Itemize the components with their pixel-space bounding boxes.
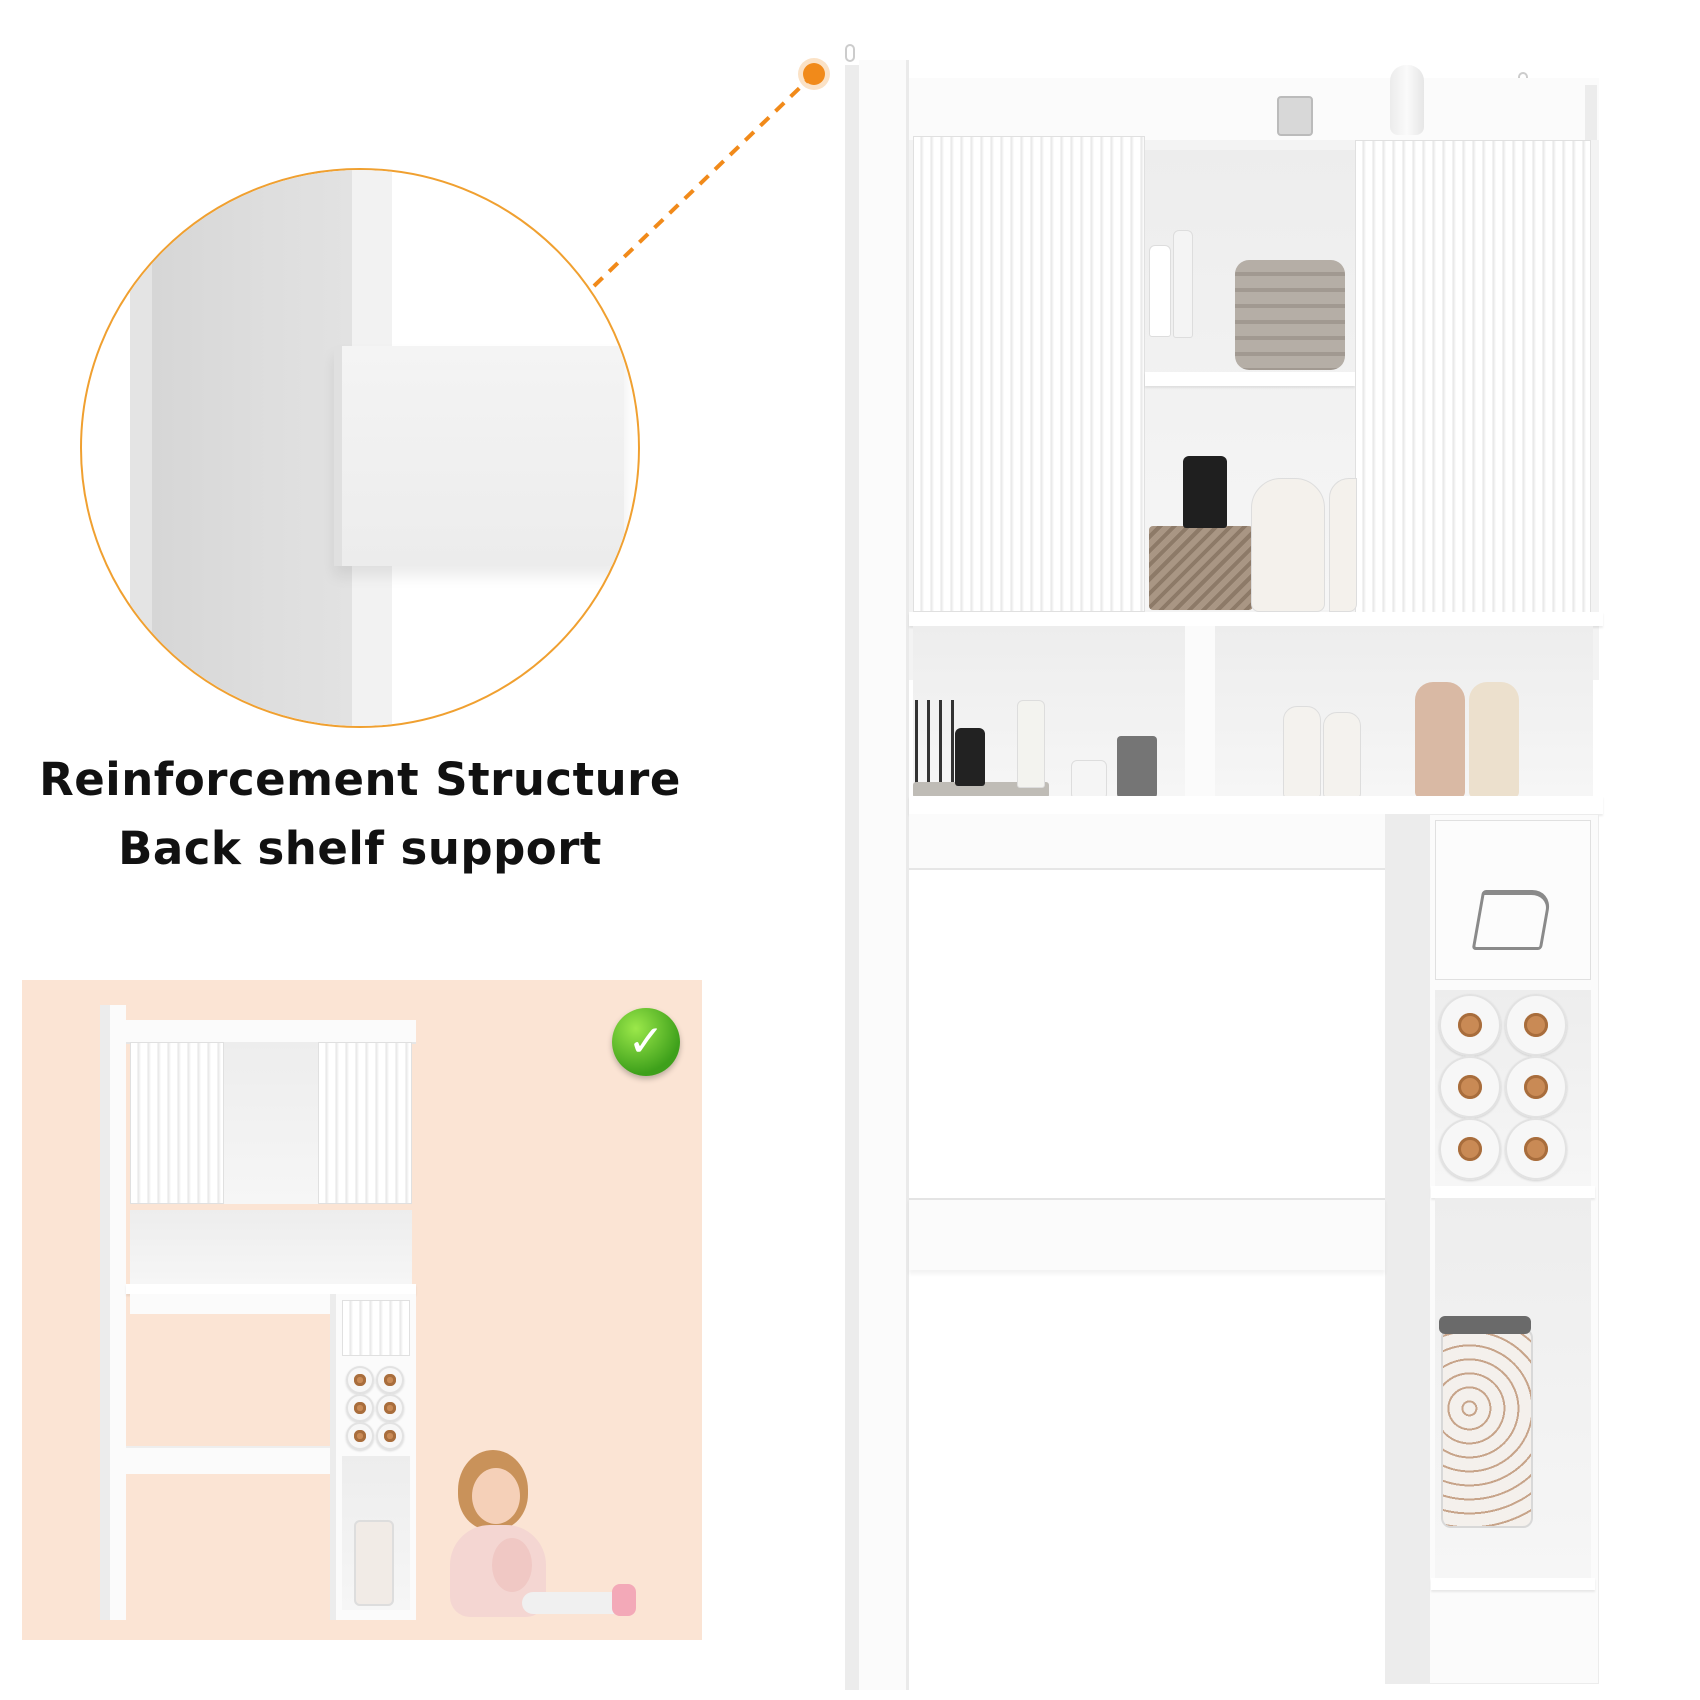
drawer-handle-icon	[1471, 890, 1553, 950]
mini-cross-bar	[126, 1446, 330, 1474]
pump-bottle	[1329, 478, 1357, 612]
center-cubby-shelf	[1145, 372, 1355, 386]
storage-jar	[1441, 1328, 1533, 1528]
mini-drawer	[342, 1300, 410, 1356]
perfume-bottle	[955, 728, 985, 786]
tall-bottle	[1469, 682, 1519, 798]
mini-left-post-face	[110, 1005, 126, 1620]
upper-divider-shelf	[909, 612, 1603, 626]
middle-right-cubby	[1215, 626, 1593, 796]
tall-bottle	[1415, 682, 1465, 798]
mini-right-door	[318, 1042, 412, 1204]
mini-upper-rail	[130, 1294, 330, 1314]
zoom-support-block	[334, 346, 624, 566]
child-legs	[522, 1592, 632, 1614]
mini-shelf-board	[126, 1284, 416, 1294]
left-post	[859, 60, 909, 1690]
black-bottle	[1183, 456, 1227, 528]
tower-bottom-shelf	[1431, 1578, 1595, 1590]
usage-inset-photo: ✓	[22, 980, 702, 1640]
mini-toilet-roll	[376, 1422, 404, 1450]
tower-drawer	[1435, 820, 1591, 980]
mini-storage-jar	[354, 1520, 394, 1606]
toilet-roll	[1505, 1056, 1567, 1118]
zoom-side-post	[152, 170, 352, 726]
mini-right-tower-edge	[330, 1294, 336, 1620]
tower-shelf	[1431, 1186, 1595, 1198]
mini-center-cubby	[224, 1042, 318, 1204]
pump-bottle	[1283, 706, 1321, 798]
lower-cross-bar	[909, 1198, 1385, 1270]
child-face	[472, 1468, 520, 1524]
child-shoe	[612, 1584, 636, 1616]
mini-open-shelf	[130, 1210, 412, 1284]
upper-back-rail	[909, 814, 1429, 870]
toilet-roll	[1439, 994, 1501, 1056]
toothbrush-holder	[1117, 736, 1157, 798]
check-icon: ✓	[612, 1008, 680, 1076]
pump-bottle	[1323, 712, 1361, 798]
zoom-support-block-edge	[334, 346, 342, 566]
toiletry-bottle	[1017, 700, 1045, 788]
toilet-roll	[1439, 1056, 1501, 1118]
mini-toilet-roll	[346, 1366, 374, 1394]
candle-jar	[1277, 96, 1313, 136]
hanging-hook-icon	[845, 44, 855, 62]
mini-toilet-roll	[346, 1422, 374, 1450]
mini-toilet-roll	[346, 1394, 374, 1422]
mini-toilet-roll	[376, 1366, 404, 1394]
toiletry-bottle	[1173, 230, 1193, 338]
top-display-shelf	[909, 78, 1599, 142]
main-cabinet	[845, 44, 1665, 1695]
left-fluted-door	[913, 136, 1145, 612]
plush-bunny	[492, 1538, 532, 1592]
mini-left-door	[130, 1042, 224, 1204]
candle-cup	[1071, 760, 1107, 800]
mini-toilet-roll	[376, 1394, 404, 1422]
mini-left-post	[100, 1005, 110, 1620]
folded-towels	[1235, 260, 1345, 370]
toilet-roll	[1439, 1118, 1501, 1180]
woven-basket	[1149, 526, 1253, 610]
headline-title: Reinforcement Structure	[39, 753, 681, 806]
toiletry-bottle	[1149, 245, 1171, 337]
reed-diffuser	[915, 700, 955, 796]
headline-subtitle: Back shelf support	[118, 822, 602, 875]
left-post-edge	[845, 65, 859, 1690]
middle-divider	[1185, 626, 1215, 796]
decor-vase	[1390, 65, 1424, 135]
pump-bottle	[1251, 478, 1325, 612]
storage-jar-lid	[1439, 1316, 1531, 1334]
top-right-edge	[1585, 85, 1597, 145]
dot-marker-icon	[803, 63, 825, 85]
main-shelf-board	[909, 796, 1603, 814]
right-tower-edge	[1385, 814, 1429, 1684]
right-fluted-door	[1355, 140, 1591, 614]
toilet-roll	[1505, 994, 1567, 1056]
zoom-detail-circle	[80, 168, 640, 728]
mini-top-rail	[126, 1020, 416, 1044]
toilet-roll	[1505, 1118, 1567, 1180]
stone-tray	[913, 782, 1049, 798]
zoom-post-edge	[130, 170, 152, 726]
